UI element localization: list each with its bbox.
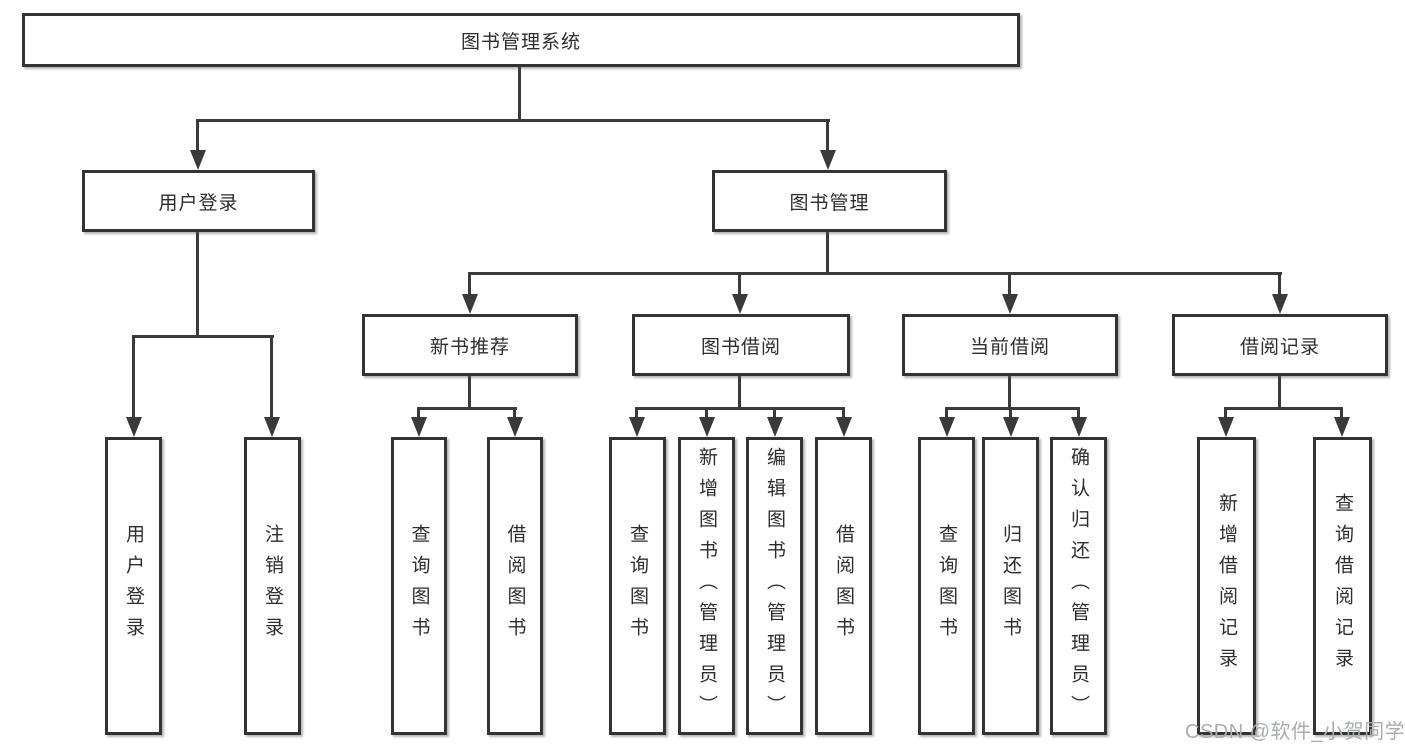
connector-arrowhead: [836, 417, 852, 437]
connector-line: [132, 335, 274, 338]
connector-arrowhead: [190, 150, 206, 170]
connector-arrowhead: [462, 294, 478, 314]
leaf-current-query-books: 查询图书: [918, 437, 975, 735]
node-user-login: 用户登录: [82, 170, 315, 232]
leaf-borrow-add-books-admin: 新增图书（管理员）: [678, 437, 735, 735]
connector-arrowhead: [1334, 417, 1350, 437]
leaf-records-query-record: 查询借阅记录: [1313, 437, 1372, 735]
connector-line: [197, 119, 830, 122]
connector-arrowhead: [507, 417, 523, 437]
node-current-borrow-label: 当前借阅: [969, 336, 1050, 358]
connector-line: [635, 407, 638, 421]
leaf-newbook-query-books-label: 查询图书: [408, 524, 430, 648]
leaf-borrow-edit-books-admin: 编辑图书（管理员）: [746, 437, 803, 735]
connector-line: [773, 407, 776, 421]
connector-arrowhead: [1218, 417, 1234, 437]
connector-line: [842, 407, 845, 421]
leaf-borrow-edit-books-admin-label: 编辑图书（管理员）: [764, 446, 785, 726]
connector-line: [270, 335, 273, 419]
leaf-borrow-query-books: 查询图书: [609, 437, 666, 735]
node-book-management-label: 图书管理: [789, 192, 870, 214]
leaf-logout: 注销登录: [244, 437, 301, 735]
connector-arrowhead: [1272, 294, 1288, 314]
connector-arrowhead: [732, 294, 748, 314]
node-current-borrow: 当前借阅: [902, 314, 1118, 376]
connector-line: [132, 335, 135, 419]
connector-line: [1224, 407, 1342, 410]
connector-arrowhead: [1002, 294, 1018, 314]
leaf-newbook-borrow-books: 借阅图书: [487, 437, 543, 735]
connector-line: [417, 407, 517, 410]
node-user-login-label: 用户登录: [158, 192, 239, 214]
node-borrow-records: 借阅记录: [1172, 314, 1388, 376]
leaf-borrow-borrow-books: 借阅图书: [815, 437, 872, 735]
node-book-borrow-label: 图书借阅: [700, 336, 781, 358]
leaf-borrow-borrow-books-label: 借阅图书: [833, 524, 854, 648]
leaf-records-add-record: 新增借阅记录: [1197, 437, 1256, 735]
watermark: CSDN @软件_小贺同学: [1185, 721, 1405, 743]
node-book-borrow: 图书借阅: [632, 314, 850, 376]
connector-arrowhead: [1003, 417, 1019, 437]
connector-line: [1008, 375, 1011, 409]
connector-line: [468, 272, 471, 298]
leaf-newbook-borrow-books-label: 借阅图书: [504, 524, 526, 648]
connector-arrowhead: [767, 417, 783, 437]
connector-arrowhead: [264, 417, 280, 437]
connector-line: [738, 375, 741, 409]
connector-line: [468, 375, 471, 409]
connector-arrowhead: [699, 417, 715, 437]
connector-line: [1278, 272, 1281, 298]
connector-line: [826, 119, 829, 153]
connector-line: [705, 407, 708, 421]
connector-line: [196, 231, 199, 337]
leaf-borrow-query-books-label: 查询图书: [627, 524, 648, 648]
connector-line: [738, 272, 741, 298]
leaf-records-query-record-label: 查询借阅记录: [1332, 493, 1353, 679]
connector-line: [196, 119, 199, 153]
connector-line: [1278, 375, 1281, 409]
leaf-user-login: 用户登录: [105, 437, 162, 735]
connector-line: [1224, 407, 1227, 421]
connector-line: [1008, 272, 1011, 298]
leaf-current-confirm-return-admin-label: 确认归还（管理员）: [1068, 446, 1089, 726]
connector-line: [826, 231, 829, 275]
leaf-borrow-add-books-admin-label: 新增图书（管理员）: [696, 446, 717, 726]
leaf-records-add-record-label: 新增借阅记录: [1216, 493, 1237, 679]
connector-line: [1340, 407, 1343, 421]
connector-arrowhead: [126, 417, 142, 437]
connector-line: [468, 272, 1282, 275]
connector-arrowhead: [1071, 417, 1087, 437]
connector-line: [417, 407, 420, 421]
connector-line: [635, 407, 844, 410]
connector-line: [945, 407, 948, 421]
connector-arrowhead: [411, 417, 427, 437]
leaf-user-login-label: 用户登录: [123, 524, 144, 648]
connector-arrowhead: [820, 150, 836, 170]
node-root-label: 图书管理系统: [460, 31, 581, 53]
node-book-management: 图书管理: [712, 170, 947, 232]
leaf-current-return-books: 归还图书: [982, 437, 1039, 735]
leaf-newbook-query-books: 查询图书: [391, 437, 447, 735]
leaf-current-confirm-return-admin: 确认归还（管理员）: [1050, 437, 1107, 735]
connector-arrowhead: [939, 417, 955, 437]
node-borrow-records-label: 借阅记录: [1239, 336, 1320, 358]
connector-line: [1009, 407, 1012, 421]
leaf-current-query-books-label: 查询图书: [936, 524, 957, 648]
connector-line: [518, 66, 521, 121]
node-new-book-recommend-label: 新书推荐: [429, 336, 510, 358]
connector-line: [1077, 407, 1080, 421]
leaf-current-return-books-label: 归还图书: [1000, 524, 1021, 648]
node-new-book-recommend: 新书推荐: [362, 314, 578, 376]
connector-line: [945, 407, 1079, 410]
node-root: 图书管理系统: [22, 13, 1020, 67]
connector-arrowhead: [629, 417, 645, 437]
leaf-logout-label: 注销登录: [262, 524, 283, 648]
connector-line: [513, 407, 516, 421]
